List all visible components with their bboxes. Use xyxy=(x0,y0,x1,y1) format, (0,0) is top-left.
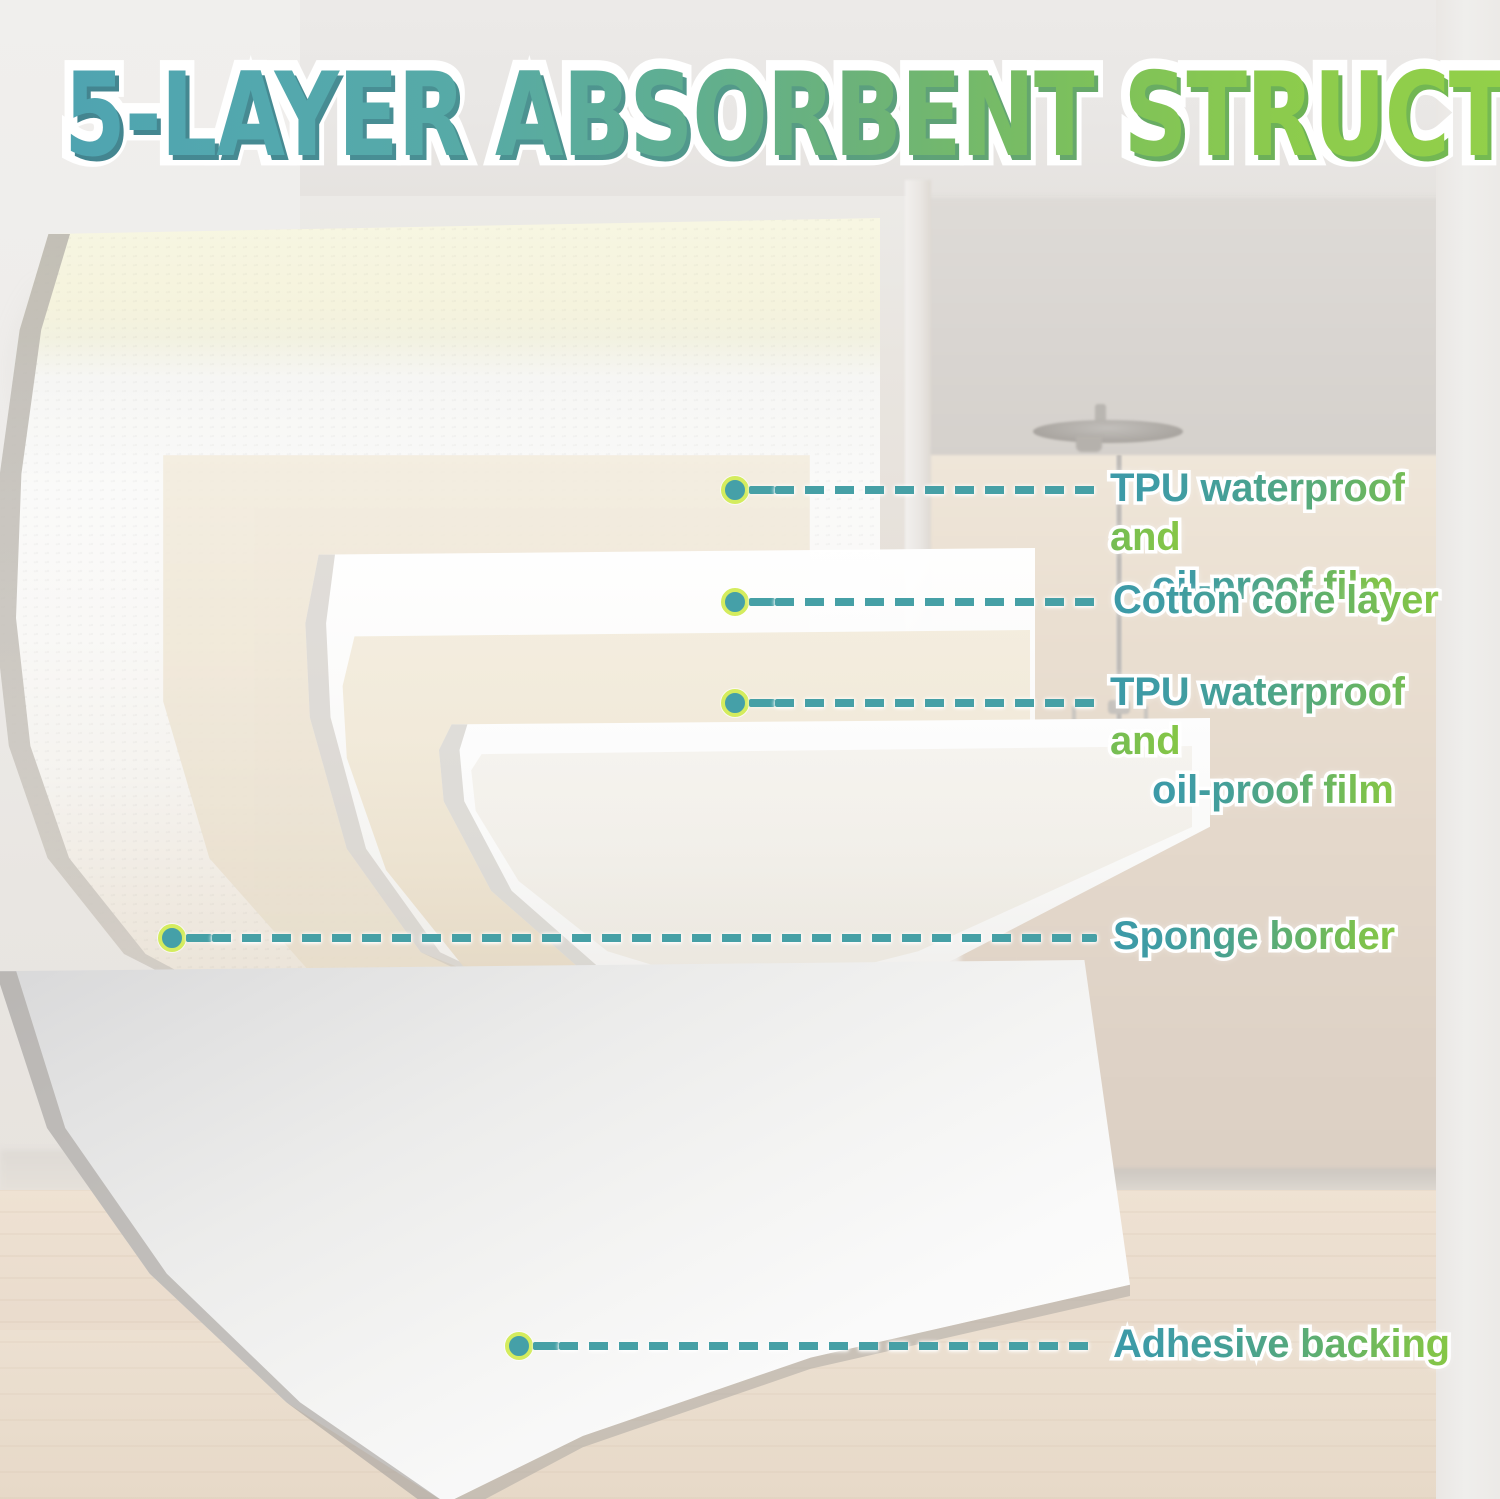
callout-dot-adhesive-backing[interactable] xyxy=(505,1332,533,1360)
callout-leader-stub-cotton-core xyxy=(749,598,775,606)
callout-leader-stub-tpu-bottom xyxy=(749,699,775,707)
shower-head-stub xyxy=(1076,436,1102,452)
page-title: 5-LAYER ABSORBENT STRUCTURE 5-LAYER ABSO… xyxy=(55,38,1500,194)
callout-dot-tpu-top[interactable] xyxy=(721,476,749,504)
callout-label-tpu-bottom: TPU waterproof and TPU waterproof and oi… xyxy=(1107,667,1470,816)
callout-label-cotton-core: Cotton core layer Cotton core layer xyxy=(1110,575,1473,626)
callout-leader-line-tpu-top xyxy=(775,486,1097,494)
page-title-shadow: 5-LAYER ABSORBENT STRUCTURE xyxy=(68,43,1500,199)
background-wall-recess xyxy=(920,196,1440,466)
callout-label-sponge-border: Sponge border Sponge border xyxy=(1110,911,1473,962)
callout-leader-line-adhesive-backing xyxy=(559,1342,1097,1350)
callout-label-tpu-top: TPU waterproof and TPU waterproof and oi… xyxy=(1107,463,1470,612)
page-title-halo: 5-LAYER ABSORBENT STRUCTURE xyxy=(55,38,1500,194)
callout-leader-line-sponge-border xyxy=(212,934,1097,942)
page-title-text: 5-LAYER ABSORBENT STRUCTURE xyxy=(64,38,1500,194)
callout-label-text-cotton-core: Cotton core layer Cotton core layer xyxy=(1110,575,1443,626)
callout-dot-sponge-border[interactable] xyxy=(158,924,186,952)
background-right-wall xyxy=(1436,0,1500,1499)
callout-label-adhesive-backing: Adhesive backing Adhesive backing xyxy=(1110,1319,1473,1370)
callout-label-text-tpu-bottom: TPU waterproof and TPU waterproof and oi… xyxy=(1107,667,1409,816)
shower-arm-icon xyxy=(1095,404,1106,430)
callout-leader-stub-sponge-border xyxy=(186,934,212,942)
callout-leader-stub-tpu-top xyxy=(749,486,775,494)
callout-label-text-adhesive-backing: Adhesive backing Adhesive backing xyxy=(1110,1319,1454,1370)
shower-riser-rail xyxy=(1116,455,1122,845)
callout-leader-line-cotton-core xyxy=(775,598,1097,606)
callout-label-text-sponge-border: Sponge border Sponge border xyxy=(1110,911,1399,962)
callout-dot-tpu-bottom[interactable] xyxy=(721,689,749,717)
callout-leader-stub-adhesive-backing xyxy=(533,1342,559,1350)
callout-dot-cotton-core[interactable] xyxy=(721,588,749,616)
rain-shower-head-icon xyxy=(1033,420,1183,443)
callout-leader-line-tpu-bottom xyxy=(775,699,1097,707)
callout-label-text-tpu-top: TPU waterproof and TPU waterproof and oi… xyxy=(1107,463,1470,612)
